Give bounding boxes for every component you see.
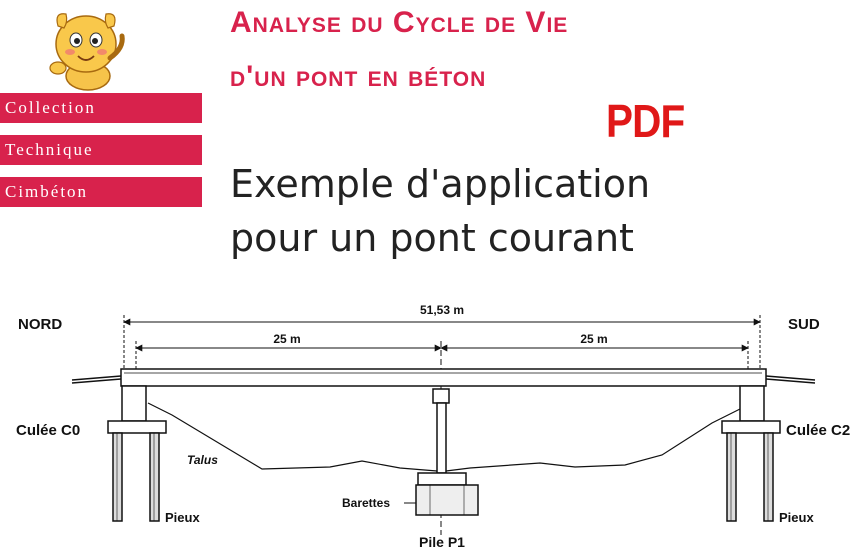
subtitle-line2: pour un pont courant	[230, 216, 634, 260]
collection-label: Cimbéton	[5, 182, 89, 201]
piles-right-label: Pieux	[779, 510, 814, 525]
document-title-line1: Analyse du Cycle de Vie	[230, 6, 569, 39]
abutment-c0-label: Culée C0	[16, 422, 80, 439]
abutment-c0	[107, 385, 167, 522]
total-span-label: 51,53 m	[420, 303, 464, 317]
bridge-deck	[71, 368, 816, 387]
span-left-label: 25 m	[273, 332, 300, 346]
south-label: SUD	[788, 316, 820, 333]
collection-band-3: Cimbéton	[0, 177, 202, 207]
north-label: NORD	[18, 316, 62, 333]
subtitle-line1: Exemple d'application	[230, 162, 651, 206]
abutment-c2-label: Culée C2	[786, 422, 850, 439]
barrettes-label: Barettes	[342, 496, 390, 510]
piles-left-label: Pieux	[165, 510, 200, 525]
abutment-c2	[721, 385, 781, 522]
collection-label: Collection	[5, 98, 96, 117]
collection-label: Technique	[5, 140, 94, 159]
collection-band-1: Collection	[0, 93, 202, 123]
terrain-line	[147, 402, 741, 472]
mascot-illustration	[49, 13, 125, 91]
pdf-badge: PDF	[606, 95, 685, 147]
pier-label: Pile P1	[419, 534, 465, 550]
pier-p1	[415, 388, 479, 516]
bridge-elevation-drawing: NORD SUD 51,53 m 25 m 25 m Culée C0 Culé…	[16, 303, 850, 550]
collection-band-2: Technique	[0, 135, 202, 165]
span-right-label: 25 m	[580, 332, 607, 346]
talus-label: Talus	[187, 453, 218, 467]
document-title-line2: d'un pont en béton	[230, 60, 487, 93]
